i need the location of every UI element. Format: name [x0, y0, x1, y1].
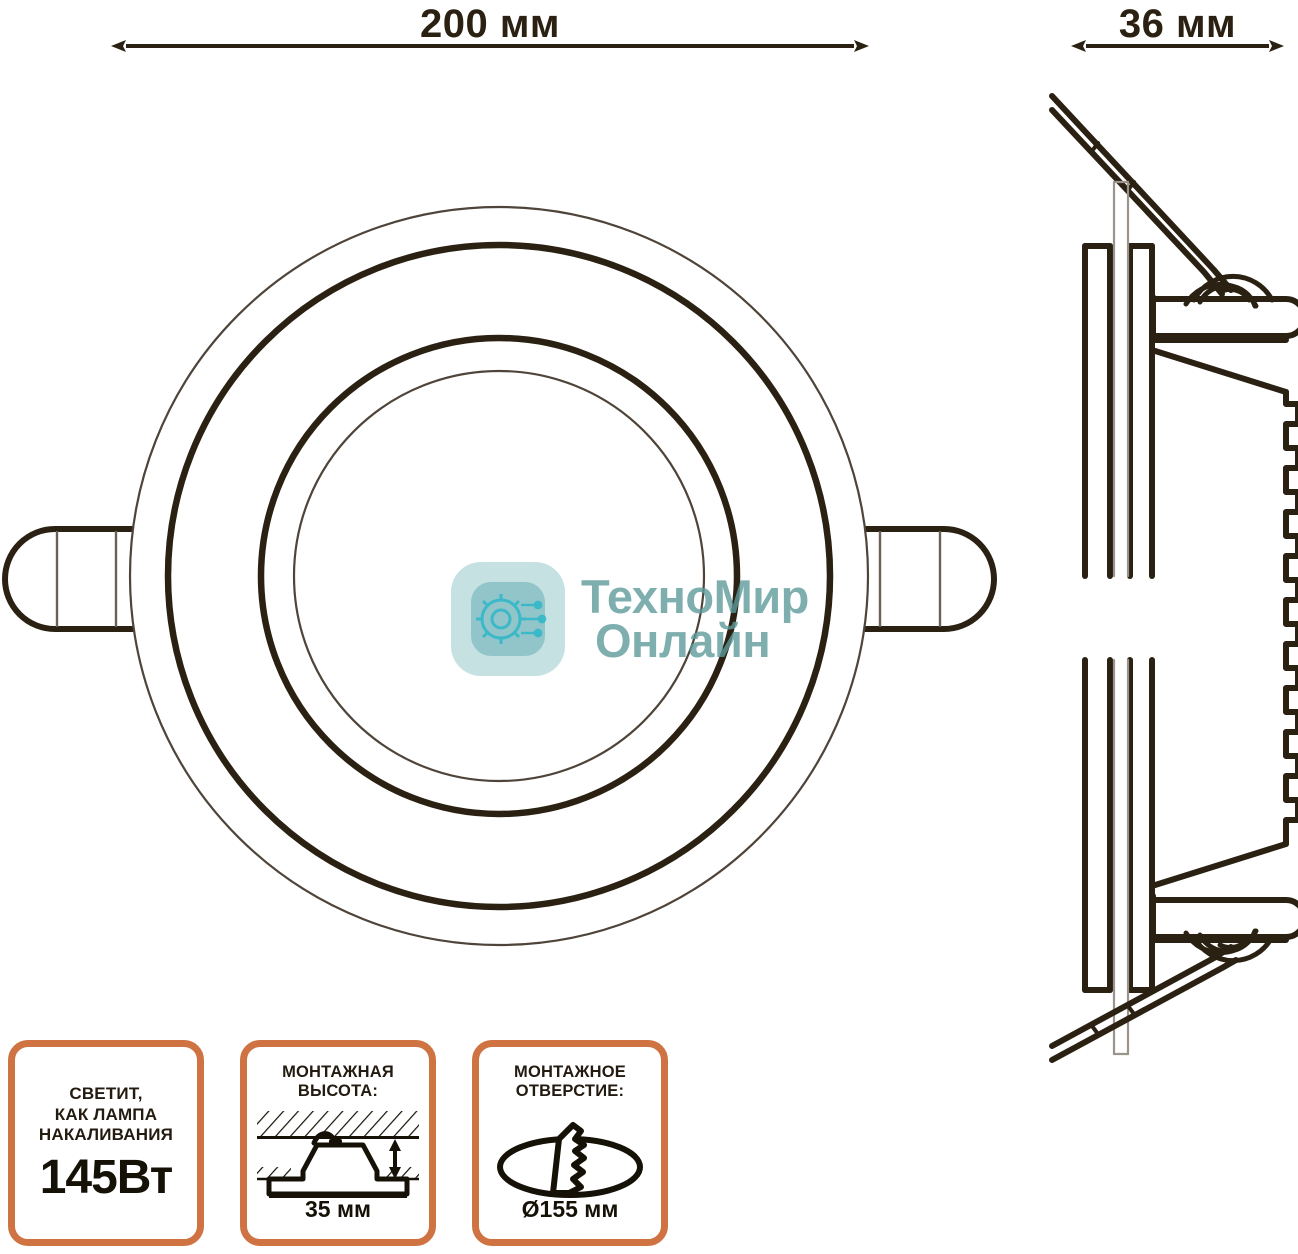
- badge-hole-caption: МОНТАЖНОЕ ОТВЕРСТИЕ:: [514, 1063, 626, 1101]
- badge-wattage-caption-line-3: НАКАЛИВАНИЯ: [38, 1125, 174, 1145]
- flange-upper: [1150, 294, 1298, 343]
- spring-tab-right: [827, 526, 997, 632]
- badge-mounting-hole: МОНТАЖНОЕ ОТВЕРСТИЕ: Ø155 мм: [472, 1040, 668, 1246]
- inner-rim-circle: [257, 334, 741, 818]
- badge-hole-caption-line-1: МОНТАЖНОЕ: [514, 1063, 626, 1081]
- taper-wall-upper: [1149, 347, 1289, 395]
- badge-mounting-height: МОНТАЖНАЯ ВЫСОТА:: [240, 1040, 436, 1246]
- spring-tab-left: [2, 526, 171, 632]
- badge-wattage-caption-line-1: СВЕТИТ,: [69, 1083, 143, 1103]
- badge-wattage-value: 145Вт: [39, 1151, 174, 1205]
- badge-height-caption: МОНТАЖНАЯ ВЫСОТА:: [282, 1063, 394, 1101]
- badge-wattage-caption: СВЕТИТ, КАК ЛАМПА НАКАЛИВАНИЯ: [39, 1084, 173, 1146]
- dimension-label-depth: 36 мм: [1118, 2, 1237, 46]
- badge-hole-value: Ø155 мм: [521, 1196, 619, 1222]
- heatsink-fins: [1283, 389, 1298, 847]
- outer-thin-circle: [128, 205, 870, 947]
- cut-hole-icon: [497, 1122, 643, 1199]
- feature-badges: СВЕТИТ, КАК ЛАМПА НАКАЛИВАНИЯ 145Вт МОНТ…: [8, 1040, 668, 1246]
- spring-clip-lower: [1049, 944, 1239, 1063]
- taper-wall-lower: [1149, 841, 1289, 889]
- side-section-view: [1049, 93, 1298, 1063]
- dimension-label-width: 200 мм: [419, 2, 561, 46]
- badge-wattage: СВЕТИТ, КАК ЛАМПА НАКАЛИВАНИЯ 145Вт: [8, 1040, 204, 1246]
- badge-height-caption-line-1: МОНТАЖНАЯ: [282, 1063, 394, 1081]
- top-view: [2, 205, 997, 947]
- inner-thin-circle: [292, 369, 706, 783]
- badge-wattage-caption-line-2: КАК ЛАМПА: [54, 1104, 158, 1124]
- badge-hole-caption-line-2: ОТВЕРСТИЕ:: [515, 1082, 625, 1101]
- badge-height-caption-line-2: ВЫСОТА:: [297, 1082, 379, 1101]
- ceiling-section-icon: [257, 1111, 419, 1199]
- badge-height-value: 35 мм: [304, 1196, 371, 1222]
- outer-rim-circle: [164, 241, 834, 911]
- spring-clip-upper: [1049, 93, 1234, 297]
- lens-plate-upper: [1082, 180, 1155, 579]
- flange-lower: [1150, 893, 1298, 943]
